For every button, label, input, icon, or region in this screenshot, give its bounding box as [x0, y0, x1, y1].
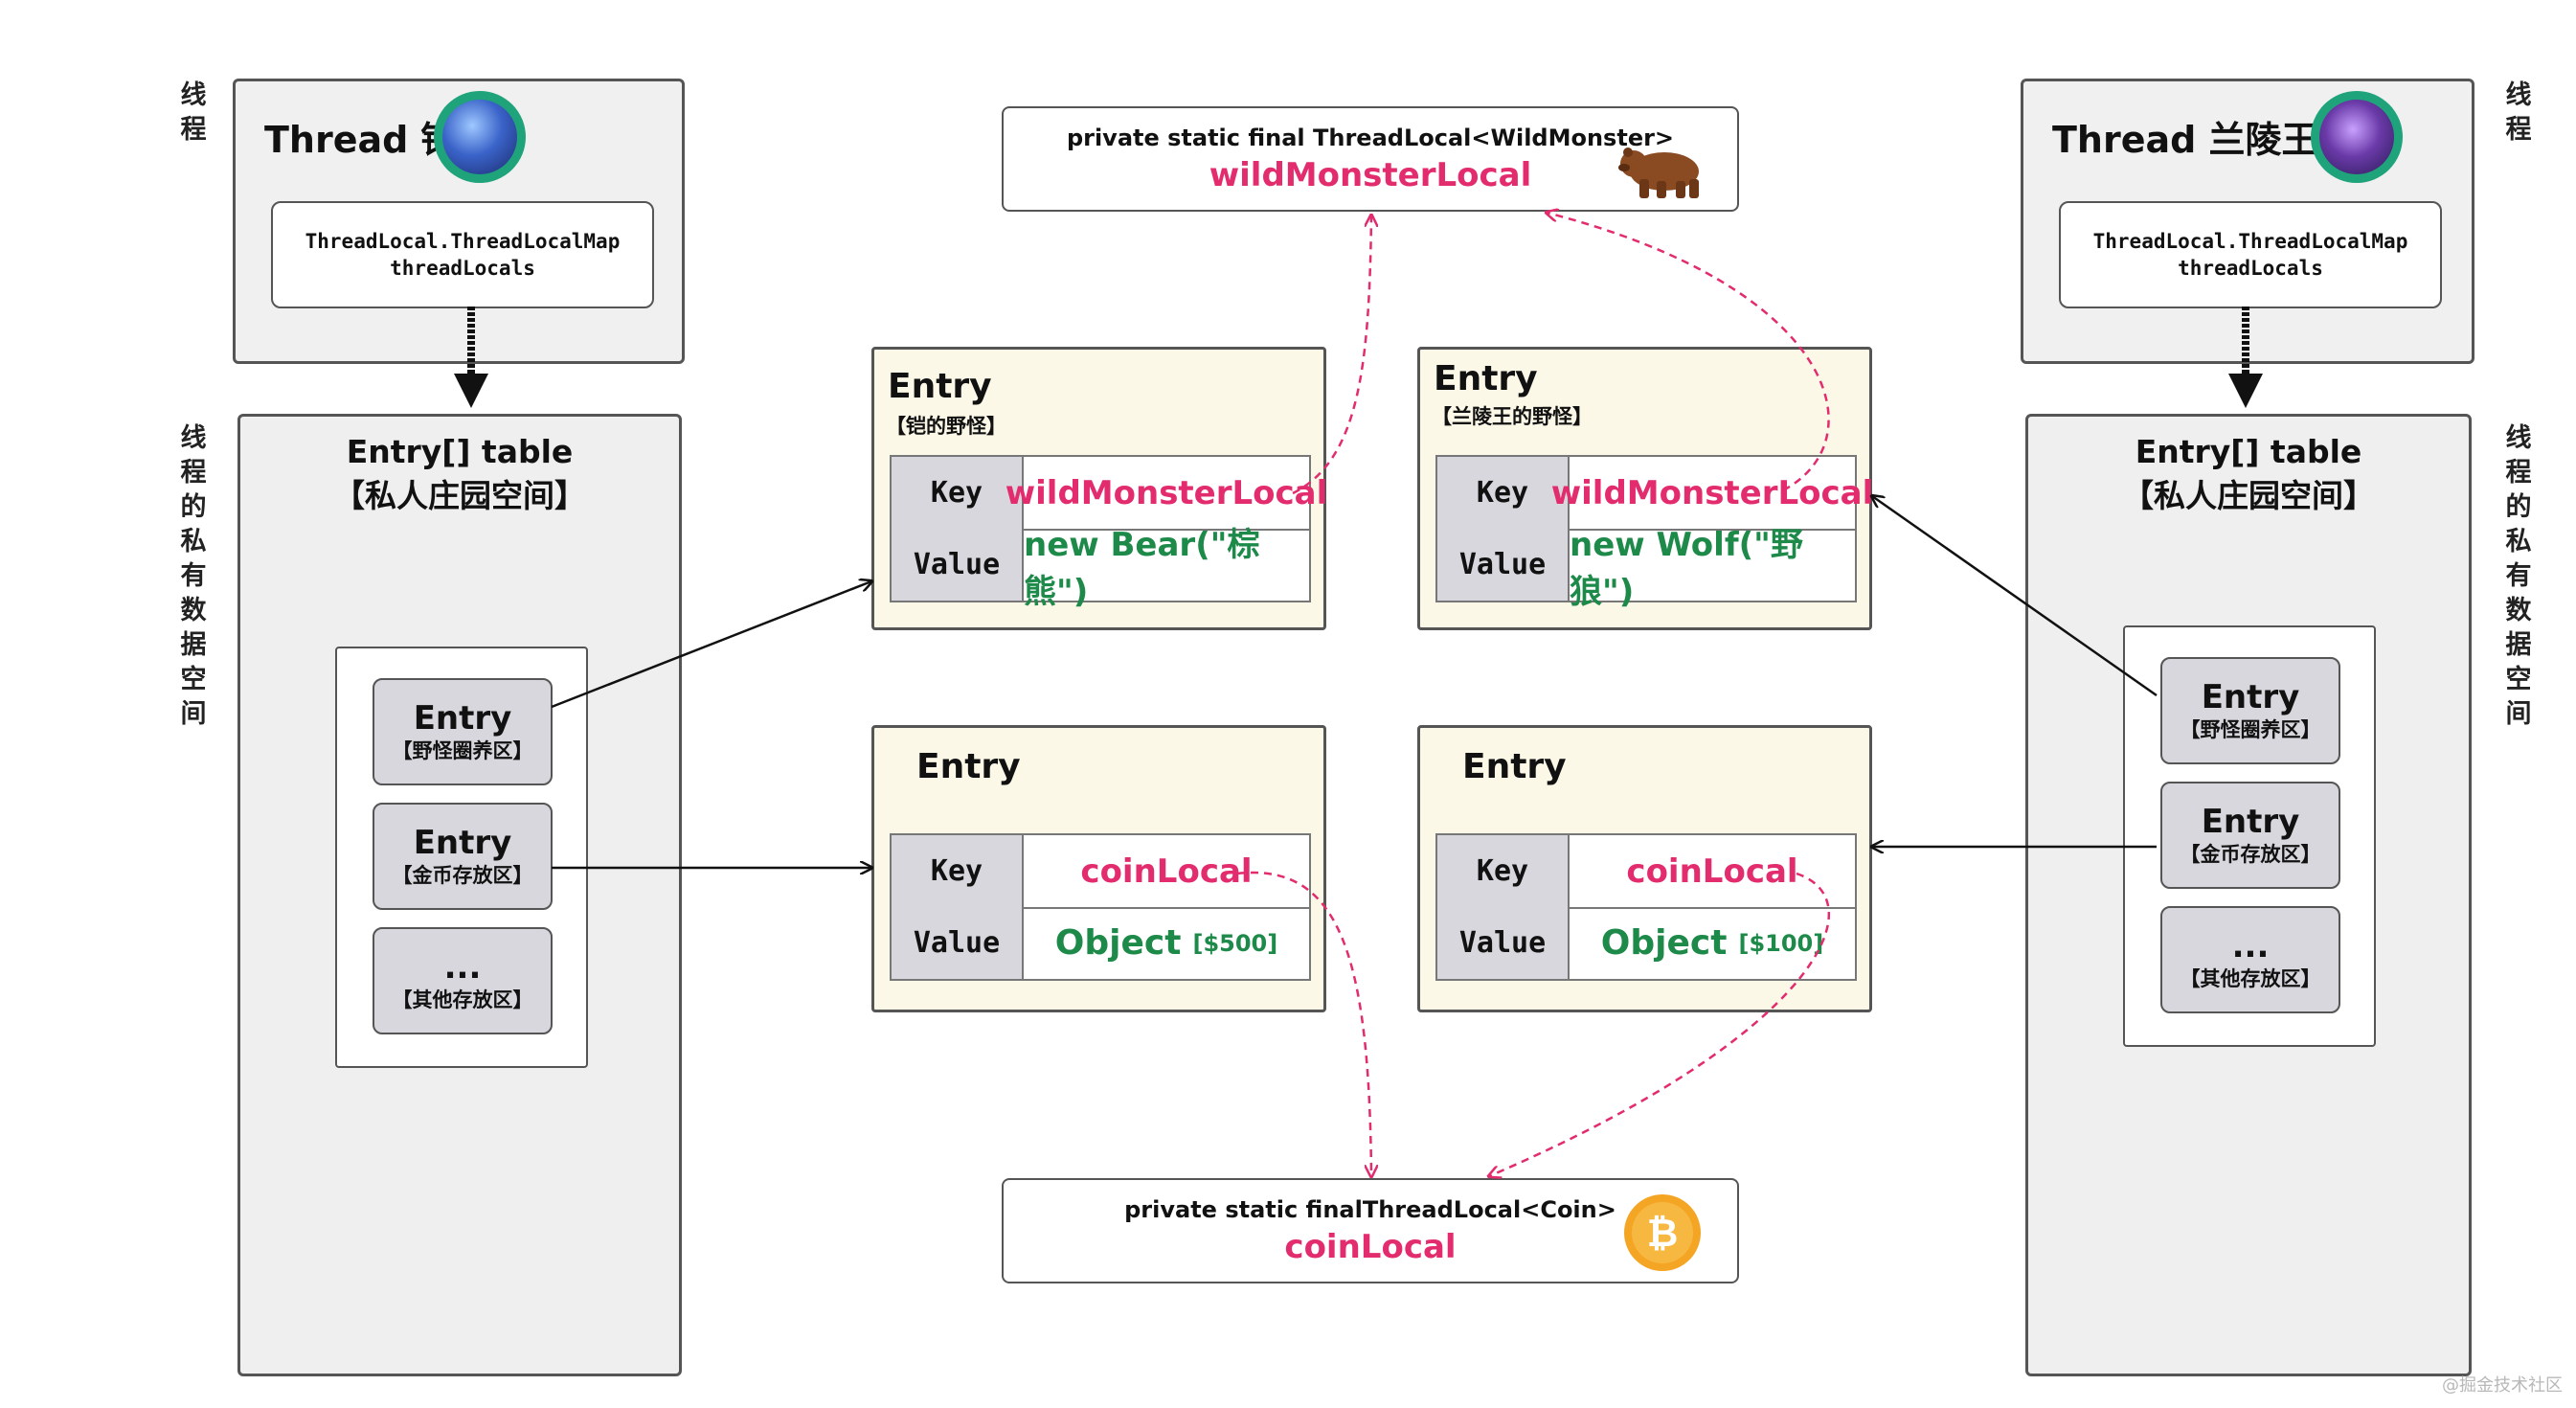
left-key-to-monster-declaration	[1292, 216, 1371, 495]
map-type-label: ThreadLocal.ThreadLocalMap	[2092, 230, 2408, 253]
entry-card-kai-monster: Entry 【铠的野怪】 Key wildMonsterLocal Value …	[871, 347, 1328, 630]
value-label: Value	[1437, 529, 1570, 601]
key-value-table: Key wildMonsterLocal Value new Bear("棕熊"…	[890, 455, 1328, 611]
bitcoin-icon: ₿	[1624, 1194, 1701, 1271]
key-value-table: Key coinLocal Value Object [$500]	[890, 833, 1311, 981]
right-key-to-monster-declaration	[1547, 213, 1830, 492]
bear-icon	[1618, 148, 1699, 198]
entry-coin: Entry【金币存放区】	[373, 803, 553, 910]
left-thread-title: Thread 铠	[264, 119, 458, 161]
entry-title: Entry	[1434, 359, 1538, 398]
entry-card-lanlingwang-coin: Entry Key coinLocal Value Object [$100]	[1417, 725, 1872, 1012]
entry-title: Entry	[888, 367, 992, 406]
map-field-label: threadLocals	[2178, 257, 2323, 280]
hero-avatar-icon	[434, 91, 526, 183]
entry-wild-monster: Entry【野怪圈养区】	[373, 678, 553, 785]
entry-card-lanlingwang-monster: Entry 【兰陵王的野怪】 Key wildMonsterLocal Valu…	[1417, 347, 1874, 630]
entry-list: Entry【野怪圈养区】 Entry【金币存放区】 ...【其他存放区】	[2123, 625, 2376, 1047]
value-label: Value	[892, 529, 1024, 601]
entry-card-kai-coin: Entry Key coinLocal Value Object [$500]	[871, 725, 1326, 1012]
entry-title: Entry	[1462, 747, 1567, 786]
map-field-label: threadLocals	[390, 257, 535, 280]
key-value: coinLocal	[1626, 852, 1798, 891]
wild-monster-declaration: private static final ThreadLocal<WildMon…	[1002, 106, 1739, 212]
right-thread-box: Thread 兰陵王 ThreadLocal.ThreadLocalMap th…	[2021, 79, 2474, 364]
left-thread-vlabel: 线程	[180, 80, 207, 145]
entry-other: ...【其他存放区】	[2160, 906, 2340, 1013]
key-label: Key	[1437, 457, 1570, 529]
entry-subtitle: 【铠的野怪】	[886, 415, 1006, 438]
entry-other: ...【其他存放区】	[373, 927, 553, 1034]
hero-avatar-icon	[2311, 91, 2403, 183]
key-value: wildMonsterLocal	[1005, 473, 1328, 512]
map-type-label: ThreadLocal.ThreadLocalMap	[305, 230, 621, 253]
entry-list: Entry【野怪圈养区】 Entry【金币存放区】 ...【其他存放区】	[335, 647, 588, 1068]
left-threadlocals-map: ThreadLocal.ThreadLocalMap threadLocals	[271, 201, 654, 308]
value-label: Value	[892, 907, 1024, 979]
entry-title: Entry	[916, 747, 1021, 786]
table-title: Entry[] table 【私人庄园空间】	[333, 433, 586, 514]
left-entry-table: Entry[] table 【私人庄园空间】 Entry【野怪圈养区】 Entr…	[237, 414, 682, 1376]
right-thread-vlabel: 线程	[2505, 80, 2532, 145]
value-label: Value	[1437, 907, 1570, 979]
key-label: Key	[1437, 835, 1570, 907]
value-value: Object [$100]	[1600, 923, 1824, 963]
value-value: Object [$500]	[1054, 923, 1278, 963]
right-entry-table: Entry[] table 【私人庄园空间】 Entry【野怪圈养区】 Entr…	[2025, 414, 2472, 1376]
key-label: Key	[892, 457, 1024, 529]
key-value-table: Key coinLocal Value Object [$100]	[1435, 833, 1857, 981]
declaration-signature: private static final ThreadLocal<WildMon…	[1066, 125, 1675, 151]
coin-declaration: private static finalThreadLocal<Coin> co…	[1002, 1178, 1739, 1283]
left-key-to-coin-declaration	[1236, 871, 1371, 1176]
key-value: wildMonsterLocal	[1550, 473, 1874, 512]
right-key-to-coin-declaration	[1489, 872, 1830, 1176]
declaration-variable: coinLocal	[1284, 1228, 1457, 1266]
svg-text:₿: ₿	[1647, 1212, 1679, 1256]
right-space-vlabel: 线程的私有数据空间	[2505, 423, 2532, 729]
right-threadlocals-map: ThreadLocal.ThreadLocalMap threadLocals	[2059, 201, 2442, 308]
watermark: @掘金技术社区	[2442, 1375, 2563, 1396]
entry-subtitle: 【兰陵王的野怪】	[1432, 405, 1593, 428]
key-label: Key	[892, 835, 1024, 907]
right-thread-title: Thread 兰陵王	[2052, 119, 2318, 161]
key-value: coinLocal	[1080, 852, 1253, 891]
right-monster-entry-arrow	[1872, 496, 2158, 697]
entry-wild-monster: Entry【野怪圈养区】	[2160, 657, 2340, 764]
left-thread-box: Thread 铠 ThreadLocal.ThreadLocalMap thre…	[233, 79, 685, 364]
entry-coin: Entry【金币存放区】	[2160, 782, 2340, 889]
declaration-signature: private static finalThreadLocal<Coin>	[1124, 1196, 1616, 1223]
left-monster-entry-arrow	[551, 581, 871, 709]
declaration-variable: wildMonsterLocal	[1209, 156, 1532, 194]
left-space-vlabel: 线程的私有数据空间	[180, 423, 207, 729]
table-title: Entry[] table 【私人庄园空间】	[2122, 433, 2375, 514]
key-value-table: Key wildMonsterLocal Value new Wolf("野狼"…	[1435, 455, 1874, 611]
